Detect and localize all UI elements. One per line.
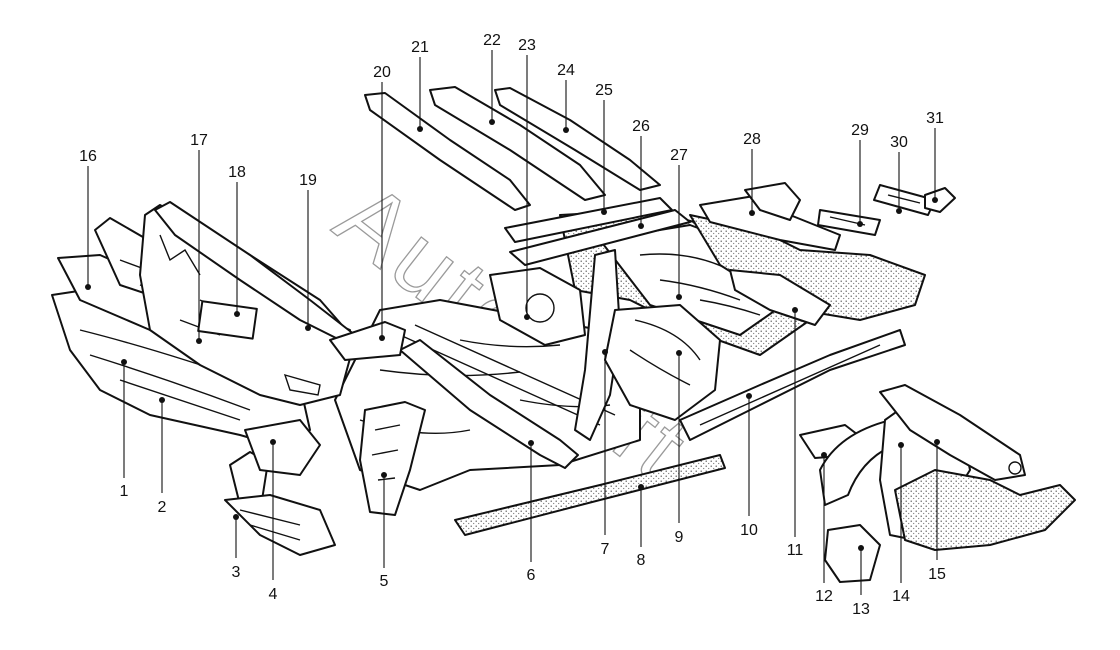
callout-1: 1 [120, 483, 129, 500]
part-floor-reinforcement [329, 321, 406, 361]
callout-17: 17 [190, 132, 208, 149]
callout-15: 15 [928, 566, 946, 583]
callout-5: 5 [380, 573, 389, 590]
callout-3: 3 [232, 564, 241, 581]
callout-18: 18 [228, 164, 246, 181]
callout-27: 27 [670, 147, 688, 164]
callout-2: 2 [158, 499, 167, 516]
part-rear-cross-member [729, 269, 831, 326]
part-floor-tunnel [399, 339, 579, 469]
callout-29: 29 [851, 122, 869, 139]
part-rear-pillar [574, 249, 621, 441]
callout-30: 30 [890, 134, 908, 151]
callout-26: 26 [632, 118, 650, 135]
callout-labels: 1 2 3 4 5 6 7 8 9 10 11 12 13 14 15 16 1… [79, 32, 946, 618]
callout-21: 21 [411, 39, 429, 56]
callout-28: 28 [743, 131, 761, 148]
callout-13: 13 [852, 601, 870, 618]
part-quarter-panel [879, 384, 1026, 481]
part-roof-bow-rear [494, 87, 661, 191]
callout-7: 7 [601, 541, 610, 558]
callout-11: 11 [787, 542, 804, 559]
callout-23: 23 [518, 37, 536, 54]
part-roof-header-rear [509, 209, 691, 266]
part-roof-bow-mid [429, 86, 606, 201]
part-quarter-lower [894, 469, 1076, 551]
parts-drawing [51, 86, 1076, 583]
part-rear-seat-panel [489, 267, 586, 346]
callout-16: 16 [79, 148, 97, 165]
callout-6: 6 [527, 567, 536, 584]
callout-20: 20 [373, 64, 391, 81]
part-small-block [824, 524, 881, 583]
callout-4: 4 [269, 586, 278, 603]
callout-14: 14 [892, 588, 910, 605]
part-reinforcement-plate-b [873, 184, 936, 216]
callout-12: 12 [815, 588, 833, 605]
callout-22: 22 [483, 32, 501, 49]
part-front-support [224, 494, 336, 556]
callout-8: 8 [637, 552, 646, 569]
callout-25: 25 [595, 82, 613, 99]
callout-19: 19 [299, 172, 317, 189]
part-wheel-house-inner [604, 304, 721, 421]
part-side-shield [244, 419, 321, 476]
part-roof-bow-front [364, 92, 531, 211]
leader-lines [85, 50, 940, 595]
callout-31: 31 [926, 110, 944, 127]
callout-9: 9 [675, 529, 684, 546]
part-rear-side-rail [679, 329, 906, 441]
part-shelf-bracket [744, 182, 801, 221]
part-panel-window [197, 300, 258, 340]
part-side-sill [454, 454, 726, 536]
part-small-clip [924, 187, 956, 213]
callout-10: 10 [740, 522, 758, 539]
callout-24: 24 [557, 62, 575, 79]
